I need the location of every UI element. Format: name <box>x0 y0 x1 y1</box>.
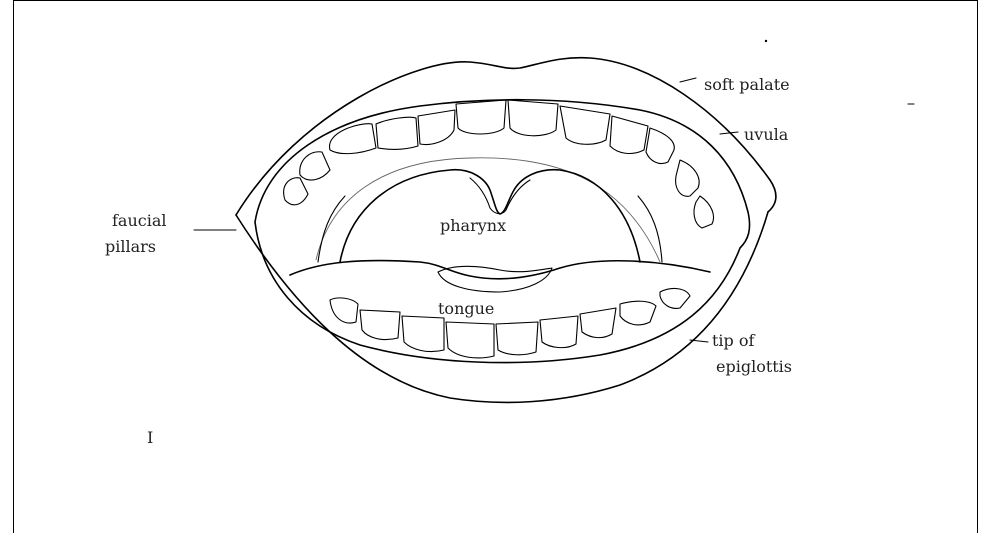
lower-lip-outline <box>236 212 768 402</box>
label-pharynx: pharynx <box>440 216 506 235</box>
lower-teeth <box>330 289 690 358</box>
label-tip-of-epiglottis-line1: tip of <box>712 331 756 350</box>
label-soft-palate: soft palate <box>704 75 790 94</box>
palate-arch-outer <box>316 158 660 262</box>
label-faucial-pillars-line2: pillars <box>105 237 156 256</box>
label-tip-of-epiglottis-line2: epiglottis <box>716 357 792 376</box>
faucial-pillar-left <box>318 196 345 262</box>
stray-mark <box>765 40 767 42</box>
label-tongue: tongue <box>438 299 494 318</box>
uvula-outline <box>470 178 530 214</box>
soft-palate-leader <box>680 78 696 82</box>
figure-number: I <box>147 428 153 447</box>
upper-teeth <box>284 100 714 228</box>
label-uvula: uvula <box>744 125 789 144</box>
label-faucial-pillars-line1: faucial <box>112 211 167 230</box>
